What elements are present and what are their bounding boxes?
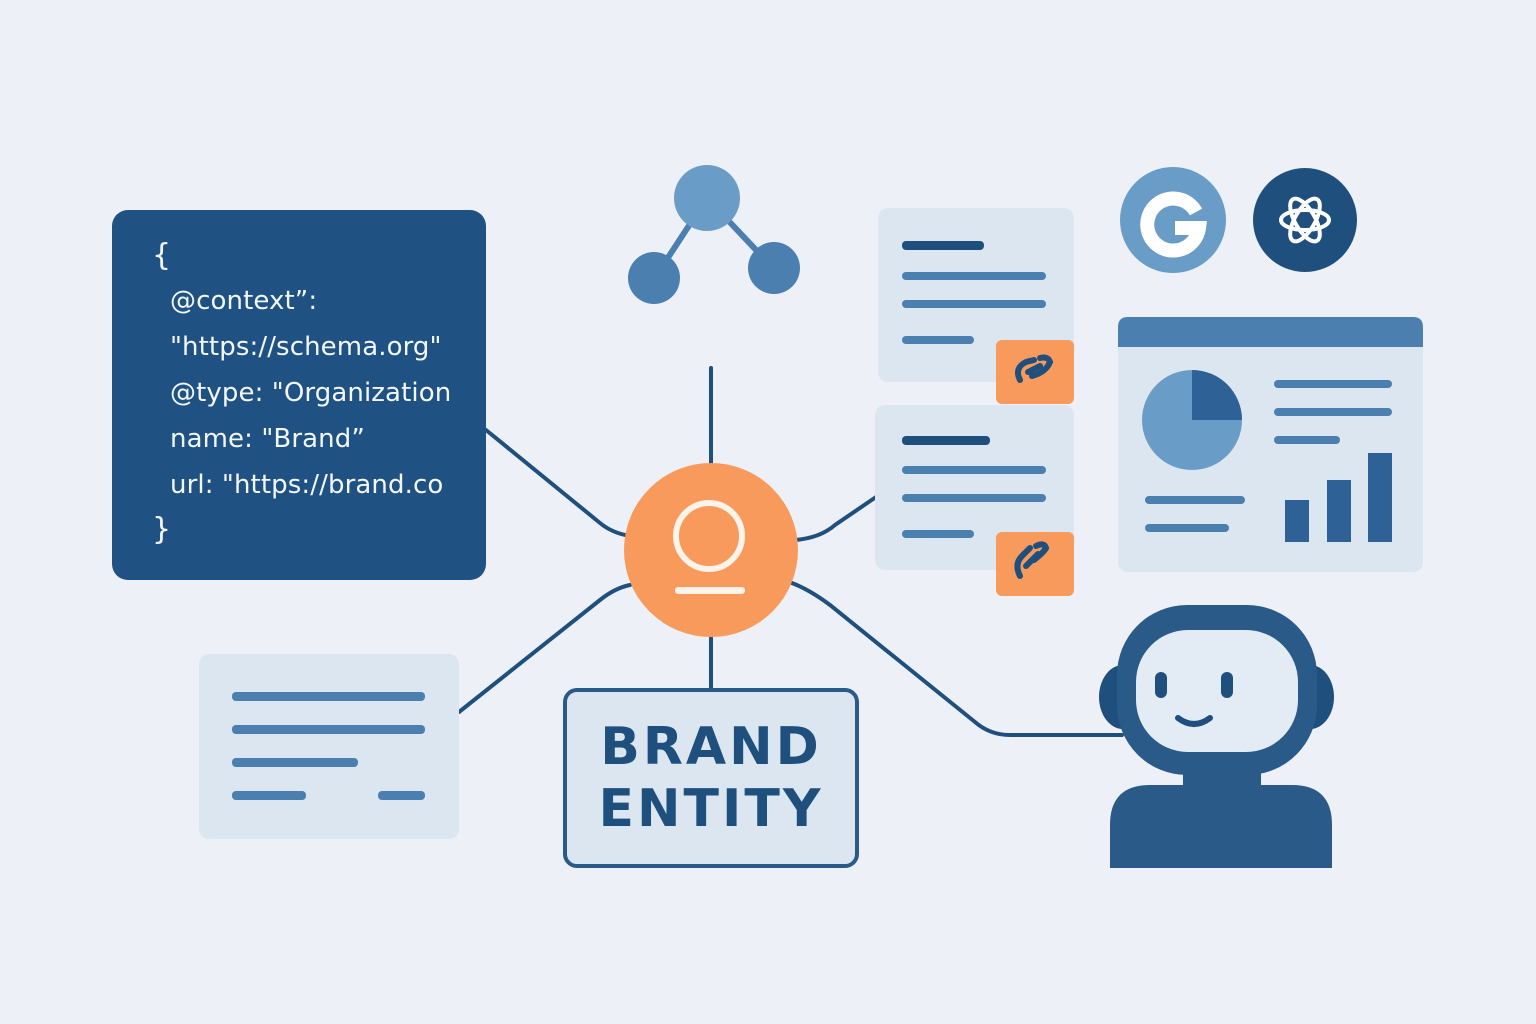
google-g-icon (1120, 167, 1226, 273)
code-line-url: url: "https://brand.co (170, 470, 444, 500)
content-card-bottom (875, 405, 1074, 570)
connector-hub-to-cards (793, 495, 878, 542)
bar-chart-icon (1285, 453, 1392, 542)
connector-code-to-hub (484, 428, 632, 538)
json-ld-code-panel: { @context”: "https://schema.org" @type:… (112, 210, 486, 580)
code-open-brace: { (152, 238, 172, 273)
code-close-brace: } (152, 512, 172, 547)
pie-chart-icon (1142, 370, 1242, 470)
robot-assistant-icon (1099, 605, 1334, 868)
code-line-context: @context”: (170, 286, 318, 316)
code-line-name: name: "Brand” (170, 424, 365, 454)
brand-entity-line1: BRAND (600, 717, 822, 777)
code-line-type: @type: "Organization (170, 378, 452, 408)
brand-entity-box: BRAND ENTITY (563, 688, 859, 868)
share-network-icon (628, 165, 800, 304)
code-line-schema-url: "https://schema.org" (170, 332, 442, 362)
link-chain-icon (996, 532, 1074, 596)
link-chain-icon (996, 340, 1074, 404)
dashboard-text-lines (1145, 380, 1392, 532)
brand-entity-line2: ENTITY (598, 779, 824, 839)
content-card-top (878, 208, 1074, 382)
text-card (199, 654, 459, 839)
openai-knot-icon (1253, 168, 1357, 272)
connector-text-to-hub (457, 583, 632, 714)
brand-hub-icon (624, 463, 798, 637)
connector-hub-to-robot (790, 581, 1124, 737)
